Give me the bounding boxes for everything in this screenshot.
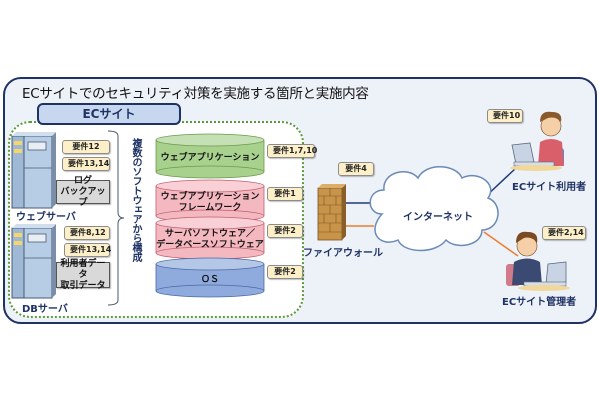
- web-server-label: ウェブサーバ: [16, 212, 76, 223]
- stack-item-2-line1: サーバソフトウェア／: [165, 229, 255, 239]
- web-server-requirement-1: 要件12: [62, 140, 110, 154]
- firewall-icon: [317, 184, 346, 241]
- db-server-requirement-1: 要件8,12: [64, 226, 110, 240]
- stack-item-2-line2: データベースソフトウェア: [156, 240, 264, 250]
- software-composition-label: 複数のソフトウェアから構成: [130, 138, 141, 262]
- stack-item-3-label: ＯＳ: [155, 275, 265, 286]
- stack-item-3-requirement: 要件2: [267, 265, 303, 279]
- cylinder-server-software: [155, 216, 265, 260]
- stack-item-2-requirement: 要件2: [267, 224, 303, 238]
- web-server-data-doc: ログ バックアップ: [56, 176, 110, 208]
- doc-line-1: 利用者データ: [60, 258, 106, 280]
- firewall-requirement: 要件4: [338, 162, 374, 176]
- doc-line-2: バックアップ: [60, 186, 106, 208]
- stack-item-1-label: ウェブアプリケーション フレームワーク: [155, 192, 265, 214]
- doc-line-2: 取引データ: [60, 280, 106, 291]
- ec-site-user-requirement: 要件10: [487, 109, 523, 123]
- db-server-data-doc: 利用者データ 取引データ: [56, 258, 110, 291]
- web-server-icon: [11, 132, 56, 209]
- stack-item-2-label: サーバソフトウェア／ データベースソフトウェア: [155, 229, 265, 251]
- ec-site-user-icon: [510, 111, 564, 171]
- stack-item-3-line1: ＯＳ: [200, 275, 219, 285]
- doc-line-1: ログ: [73, 175, 92, 186]
- ec-site-admin-label: ECサイト管理者: [502, 297, 577, 308]
- db-server-icon: [11, 224, 56, 299]
- ec-site-admin-icon: [506, 231, 570, 291]
- stack-item-0-label: ウェブアプリケーション: [155, 153, 265, 164]
- db-server-requirement-2: 要件13,14: [64, 243, 111, 257]
- web-server-requirement-2: 要件13,14: [62, 157, 110, 171]
- ec-site-tab: ECサイト: [37, 103, 181, 125]
- stack-item-1-line1: ウェブアプリケーション: [160, 192, 260, 202]
- ec-site-admin-requirement: 要件2,14: [542, 226, 586, 240]
- ec-site-user-label: ECサイト利用者: [512, 182, 587, 193]
- stack-item-1-line2: フレームワーク: [178, 203, 242, 213]
- cylinder-os: [155, 257, 265, 298]
- internet-label: インターネット: [403, 212, 473, 223]
- stack-item-0-requirement: 要件1,7,10: [267, 144, 317, 158]
- internet-cloud-icon: [369, 166, 499, 252]
- cylinder-web-application: [155, 133, 265, 179]
- internet-admin-link: [483, 231, 519, 257]
- db-server-label: DBサーバ: [22, 304, 68, 315]
- stack-item-1-requirement: 要件1: [267, 187, 303, 201]
- diagram-title: ECサイトでのセキュリティ対策を実施する箇所と実施内容: [22, 86, 369, 102]
- stack-item-0-line1: ウェブアプリケーション: [160, 153, 260, 163]
- software-bracket: [107, 130, 125, 306]
- firewall-label: ファイアウォール: [303, 248, 383, 259]
